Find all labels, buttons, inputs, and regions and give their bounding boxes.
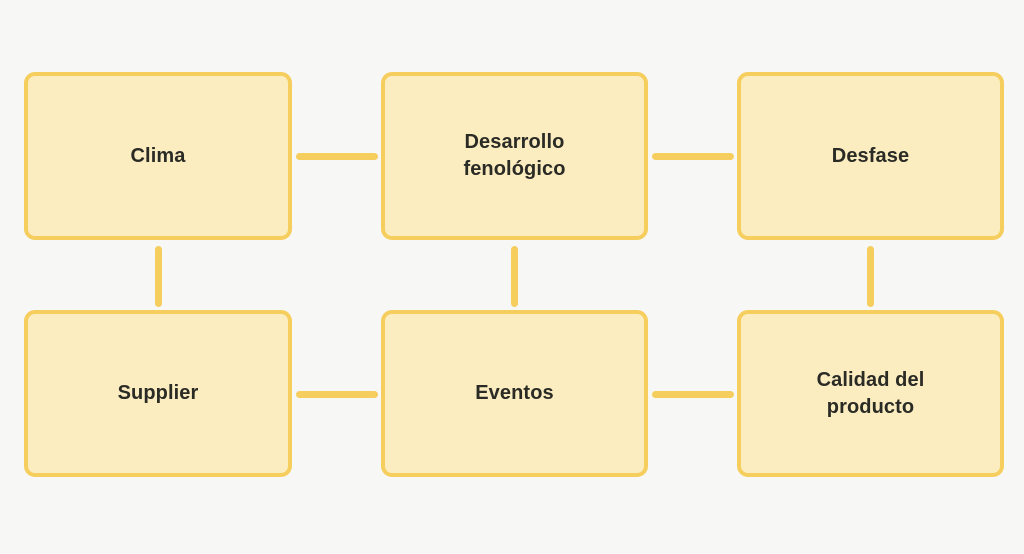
connector-clima-supplier <box>155 246 162 307</box>
node-clima[interactable]: Clima <box>24 72 292 240</box>
node-label-calidad-del-producto: Calidad del producto <box>816 368 925 418</box>
node-label-supplier: Supplier <box>117 382 199 404</box>
node-calidad-del-producto[interactable]: Calidad del producto <box>737 310 1004 477</box>
connector-desarrollo-eventos <box>511 246 518 307</box>
node-label-clima: Clima <box>130 144 186 167</box>
connector-clima-desarrollo <box>296 153 378 160</box>
connector-desfase-calidad <box>867 246 874 307</box>
node-desfase[interactable]: Desfase <box>737 72 1004 240</box>
node-eventos[interactable]: Eventos <box>381 310 648 477</box>
connector-supplier-eventos <box>296 391 378 398</box>
node-label-desarrollo-fenologico: Desarrollo fenológico <box>463 131 566 180</box>
connector-eventos-calidad <box>652 391 734 398</box>
node-desarrollo-fenologico[interactable]: Desarrollo fenológico <box>381 72 648 240</box>
node-label-desfase: Desfase <box>831 144 910 167</box>
node-label-eventos: Eventos <box>475 382 554 404</box>
connector-desarrollo-desfase <box>652 153 734 160</box>
node-supplier[interactable]: Supplier <box>24 310 292 477</box>
